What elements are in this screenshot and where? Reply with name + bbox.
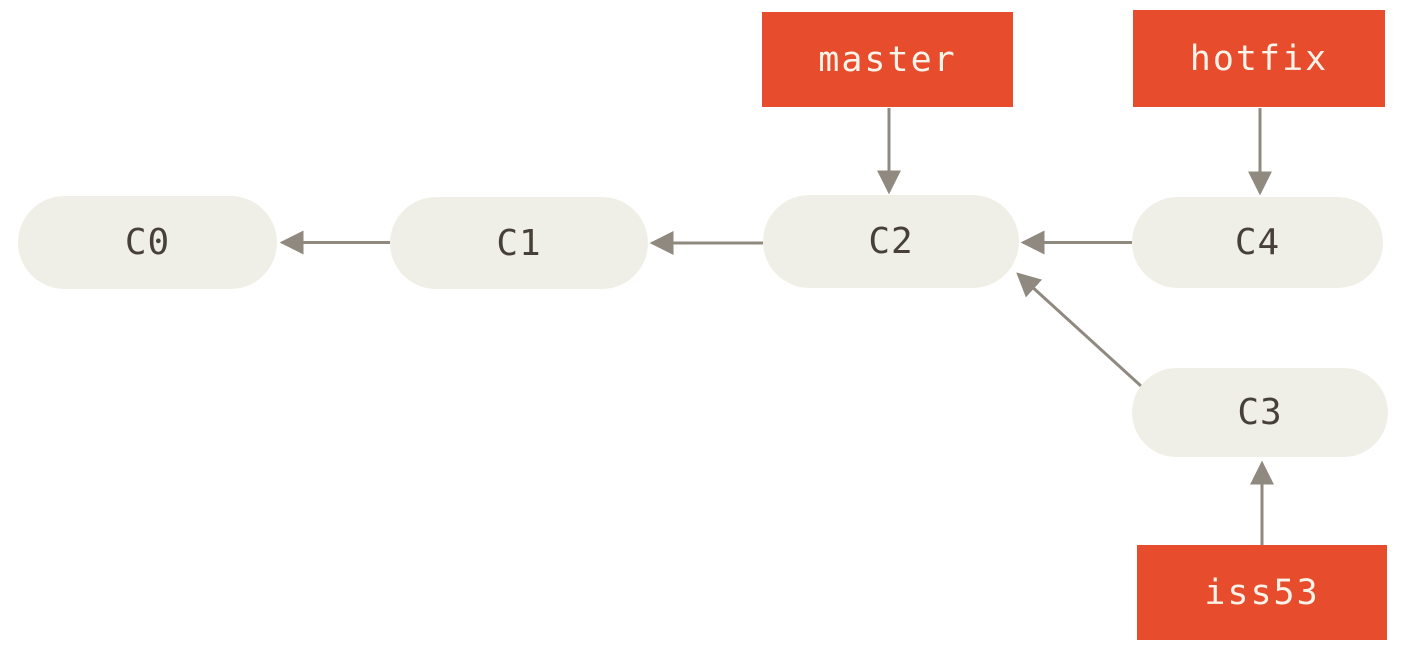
commit-label: C2 — [868, 221, 914, 262]
branch-label-iss53: iss53 — [1137, 545, 1387, 640]
branch-name: hotfix — [1189, 38, 1329, 79]
commit-label: C1 — [496, 222, 542, 264]
commit-node-c0: C0 — [18, 196, 277, 289]
commit-label: C0 — [124, 222, 171, 263]
branch-name: iss53 — [1204, 572, 1320, 613]
commit-node-c3: C3 — [1132, 368, 1388, 457]
edge-c3-to-c2-arrow — [1016, 272, 1143, 388]
branch-label-master: master — [762, 12, 1013, 107]
branch-label-hotfix: hotfix — [1133, 10, 1385, 107]
commit-label: C4 — [1234, 222, 1281, 263]
commit-node-c1: C1 — [390, 197, 648, 289]
branch-name: master — [818, 39, 957, 80]
commit-label: C3 — [1237, 392, 1283, 433]
commit-node-c4: C4 — [1132, 197, 1383, 288]
commit-node-c2: C2 — [763, 195, 1019, 288]
